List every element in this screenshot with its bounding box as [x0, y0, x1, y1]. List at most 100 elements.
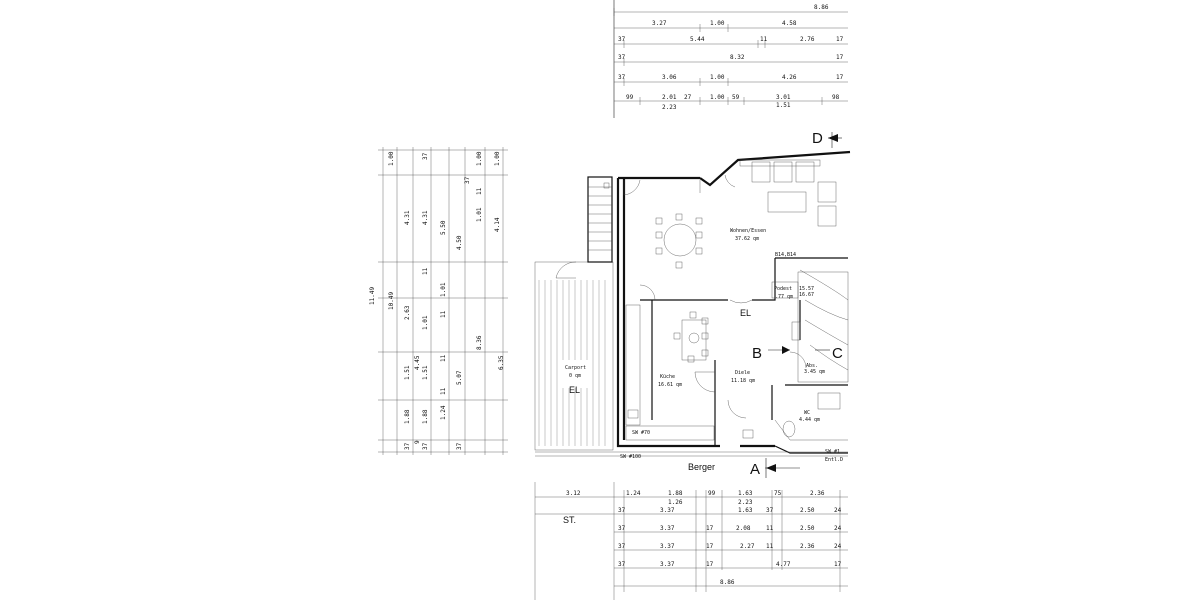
living-name: Wohnen/Essen: [730, 228, 766, 234]
dim-top-r4-b: 3.06: [662, 74, 677, 81]
dim-bot-r3-a: 37: [618, 525, 626, 532]
dim-left-c5-f: 1.24: [440, 405, 447, 420]
dim-top-r5-a: 99: [626, 94, 634, 101]
dim-bot-r1-g: 2.36: [810, 490, 825, 497]
entl-label: Entl.D: [825, 457, 843, 463]
dim-bot-r3-d: 2.08: [736, 525, 751, 532]
dim-left-c8-b: 4.14: [494, 217, 501, 232]
hall: Diele 11.18 qm: [727, 370, 755, 439]
dim-bot-r1-f: 75: [774, 490, 782, 497]
dim-left-c7-e: 8.36: [476, 335, 483, 350]
dim-bot-r3-e: 11: [766, 525, 774, 532]
dim-bot-r3-c: 17: [706, 525, 714, 532]
dim-bot-r1-d: 99: [708, 490, 716, 497]
dim-top-r2-b: 5.44: [690, 36, 705, 43]
dim-bot-r1-b: 1.24: [626, 490, 641, 497]
dim-top-r5-e: 59: [732, 94, 740, 101]
hall-area: 11.18 qm: [731, 378, 755, 384]
dim-left-c7-a: 37: [464, 176, 471, 184]
st-label: ST.: [563, 515, 576, 525]
top-dimension-chain: 8.86 3.27 1.00 4.58 37 5.44 11 2.76 17 3…: [613, 0, 848, 118]
abst-area: 3.45 qm: [804, 369, 825, 375]
dim-bot-r2-d: 37: [766, 507, 774, 514]
kitchen-name: Küche: [660, 374, 675, 380]
dim-top-r5-d: 1.00: [710, 94, 725, 101]
dim-top-r4-e: 17: [836, 74, 844, 81]
dim-left-c2-e: 1.88: [404, 409, 411, 424]
dim-left-c8-c: 6.35: [498, 355, 505, 370]
dim-top-r3-a: 37: [618, 54, 626, 61]
dim-left-c6-b: 5.07: [456, 370, 463, 385]
dim-top-r1-c: 4.58: [782, 20, 797, 27]
dim-bot-r1-a: 3.12: [566, 490, 581, 497]
dim-bot-r1-e: 1.63: [738, 490, 753, 497]
section-markers: D B C A: [750, 130, 843, 478]
dim-bot-r1-c: 1.88: [668, 490, 683, 497]
dim-bot-r3-g: 24: [834, 525, 842, 532]
carport-area: Carport 0 qm EL: [534, 261, 614, 451]
section-c-label: C: [832, 345, 843, 362]
carport-el-label: EL: [569, 385, 580, 395]
section-d-label: D: [812, 130, 823, 147]
dim-left-c2-d: 1.51: [404, 365, 411, 380]
dim-top-r2-e: 17: [836, 36, 844, 43]
dim-top-r1-a: 3.27: [652, 20, 667, 27]
dim-left-c8-a: 1.00: [494, 151, 501, 166]
dim-top-r2-c: 11: [760, 36, 768, 43]
dim-bot-r2-e: 2.50: [800, 507, 815, 514]
dim-bot-r3-f: 2.50: [800, 525, 815, 532]
dim-left-c5-d: 11: [440, 354, 447, 362]
dim-left-c3-a: 10.49: [388, 292, 395, 310]
dim-top-r5-g: 98: [832, 94, 840, 101]
dim-top-r4-c: 1.00: [710, 74, 725, 81]
dim-left-c2-a: 1.00: [388, 151, 395, 166]
exterior-walls: [616, 150, 851, 454]
kitchen-area: 16.61 qm: [658, 382, 682, 388]
stair-label-2: 16.67: [799, 292, 814, 298]
carport-area-value: 0 qm: [569, 373, 581, 379]
sw100-label: SW #100: [620, 454, 641, 460]
exterior-stair: [587, 176, 613, 263]
dim-top-r3-b: 8.32: [730, 54, 745, 61]
hall-name: Diele: [735, 370, 750, 376]
carport-name: Carport: [565, 365, 586, 371]
kitchen-furniture: Küche 16.61 qm SW #70: [625, 304, 716, 441]
dim-left-c4-a: 37: [422, 152, 429, 160]
dim-top-r5-b: 2.01: [662, 94, 677, 101]
dim-bot-overall: 8.86: [720, 579, 735, 586]
dim-left-c4-d: 1.01: [422, 315, 429, 330]
dim-left-c3-b: 4.45: [414, 355, 421, 370]
dim-left-c3-c: 9: [414, 440, 421, 444]
dim-bot-r4-e: 11: [766, 543, 774, 550]
dim-left-c2-b: 4.31: [404, 210, 411, 225]
bottom-dimension-chain: 3.12 1.24 1.88 99 1.63 75 2.36 1.26 2.23…: [534, 482, 848, 600]
dim-top-r2-a: 37: [618, 36, 626, 43]
living-dining-furniture: Wohnen/Essen 37.62 qm EL B14,B14: [623, 159, 837, 318]
b14-label: B14,B14: [775, 252, 796, 258]
dim-top-r1-b: 1.00: [710, 20, 725, 27]
dim-top-r4-a: 37: [618, 74, 626, 81]
storage-and-wc: Abs. 3.45 qm WC 4.44 qm SW #1 Entl.D: [774, 351, 848, 463]
dim-left-c2-c: 2.63: [404, 305, 411, 320]
dim-bot-r4-b: 3.37: [660, 543, 675, 550]
section-b-label: B: [752, 345, 762, 362]
dim-left-c5-b: 1.01: [440, 282, 447, 297]
living-area: 37.62 qm: [735, 236, 759, 242]
dim-bot-r3-b: 3.37: [660, 525, 675, 532]
dim-bot-r2-c: 1.63: [738, 507, 753, 514]
section-a-label: A: [750, 461, 760, 478]
dim-left-c7-c: 1.01: [476, 207, 483, 222]
dim-left-overall: 11.49: [369, 287, 376, 305]
dim-left-c2-f: 37: [404, 442, 411, 450]
interior-stair: Podest .77 qm 15.57 16.67: [771, 269, 849, 383]
dim-left-c4-f: 1.88: [422, 409, 429, 424]
dim-bot-r2-a: 37: [618, 507, 626, 514]
dim-bot-r4-f: 2.36: [800, 543, 815, 550]
dim-bot-r5-c: 17: [706, 561, 714, 568]
dim-bot-r5-a: 37: [618, 561, 626, 568]
dim-bot-r5-b: 3.37: [660, 561, 675, 568]
sw70-label: SW #70: [632, 430, 650, 436]
dim-bot-r1b-b: 2.23: [738, 499, 753, 506]
dim-bot-r2-f: 24: [834, 507, 842, 514]
interior-walls: [640, 257, 848, 446]
